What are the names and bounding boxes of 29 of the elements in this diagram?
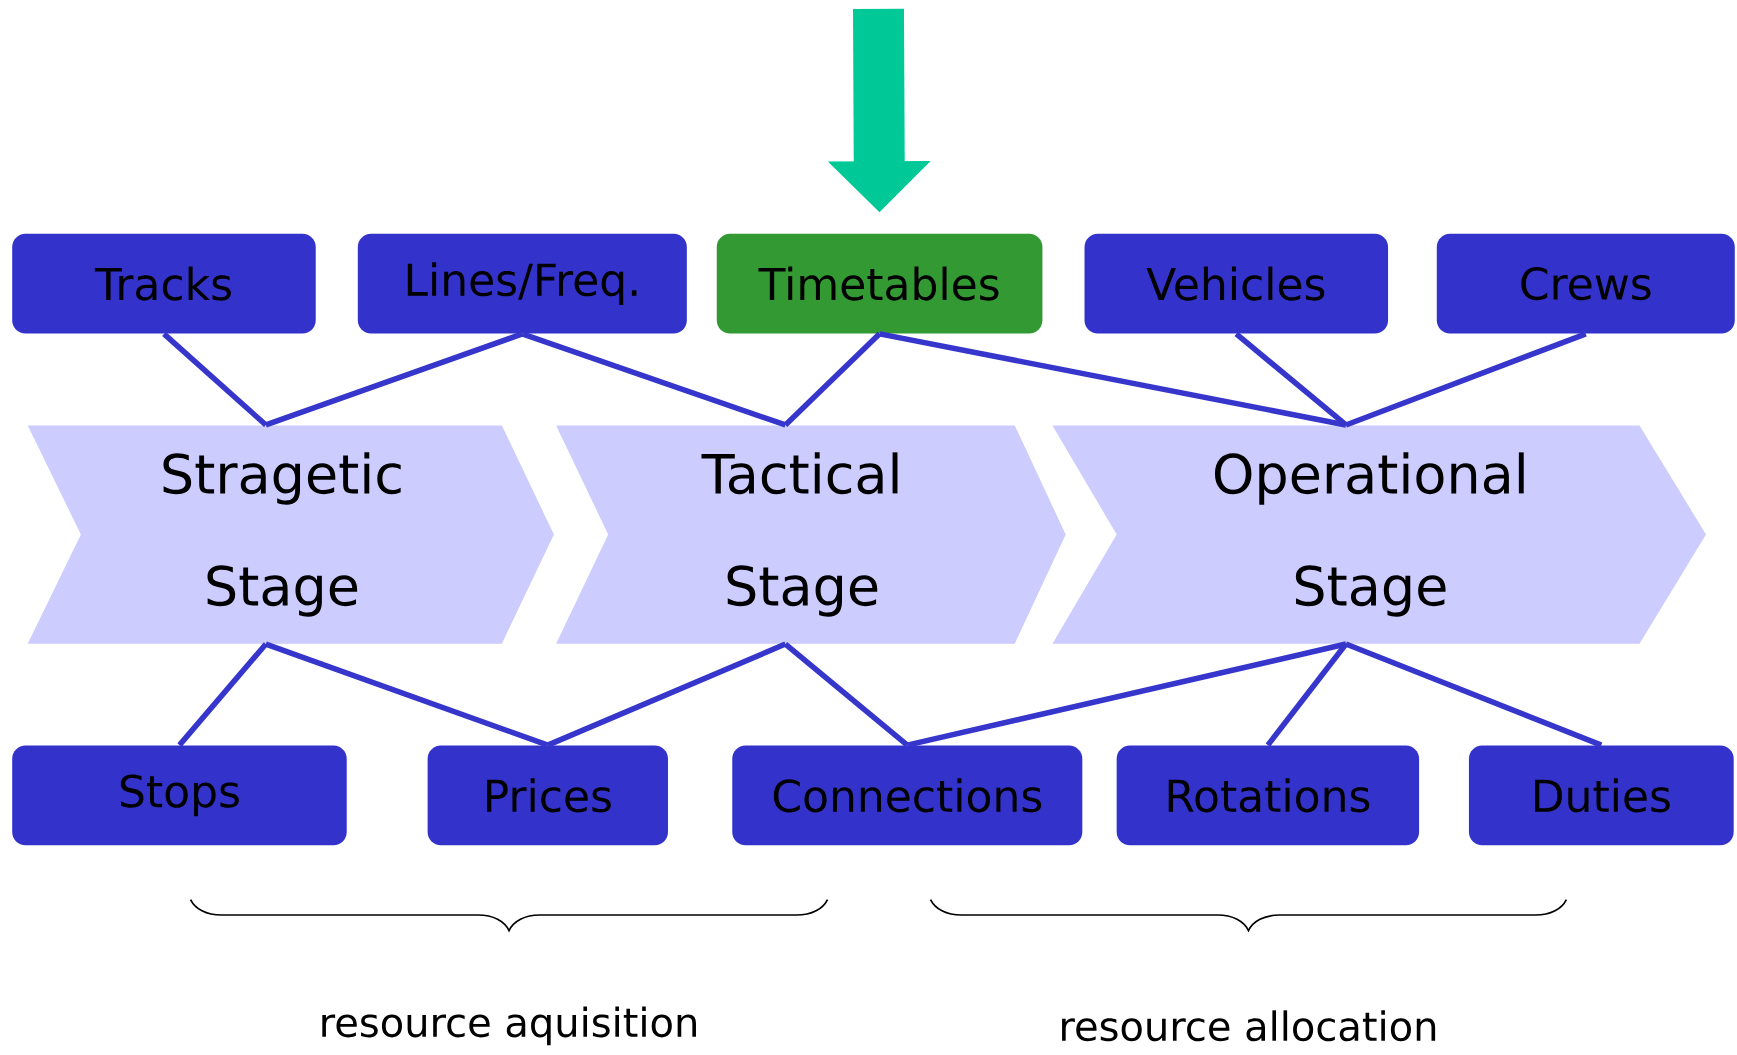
stage-band: Operational Stage <box>1052 425 1706 644</box>
stage-band: Stragetic Stage <box>27 425 554 644</box>
connector-line <box>1344 641 1603 748</box>
connector-line <box>1234 331 1348 428</box>
connector-line <box>783 642 910 748</box>
connector-line <box>177 642 268 748</box>
process-box: Timetables <box>716 233 1043 334</box>
connector-line <box>906 641 1347 749</box>
group-label: resource aquisition <box>322 1006 696 1046</box>
connector-line <box>546 641 787 748</box>
process-box: Rotations <box>1116 745 1420 846</box>
process-box: Duties <box>1468 745 1734 846</box>
process-box: Stops <box>12 745 347 846</box>
process-box: Lines/Freq. <box>357 233 687 334</box>
connector-line <box>783 332 882 428</box>
process-box: Vehicles <box>1084 233 1389 334</box>
connector-line <box>1265 642 1349 748</box>
connector-line <box>264 331 524 428</box>
connector-line <box>521 331 787 428</box>
process-box: Prices <box>427 745 668 846</box>
group-label: resource allocation <box>1062 1010 1436 1042</box>
connector-line <box>264 641 549 748</box>
stage-band: Tactical Stage <box>556 425 1066 644</box>
connector-line <box>162 332 268 428</box>
process-box: Tracks <box>12 233 316 334</box>
process-box: Crews <box>1436 233 1735 334</box>
process-box: Connections <box>732 745 1083 846</box>
connector-line <box>879 331 1347 428</box>
connector-line <box>1344 331 1587 428</box>
